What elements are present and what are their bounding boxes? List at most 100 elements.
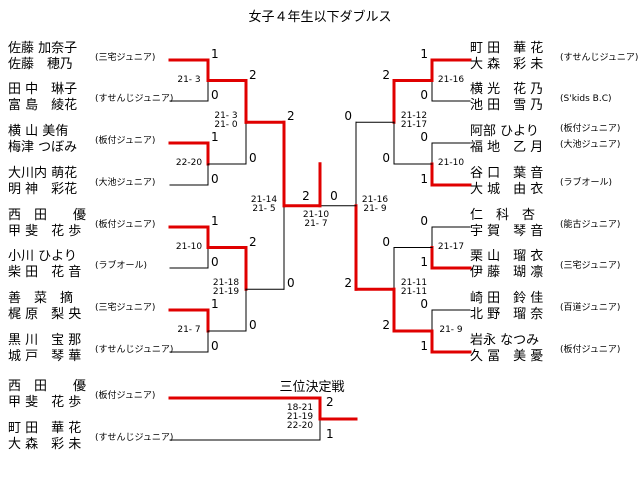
match-result: 1: [420, 339, 428, 353]
player-name: 梅津 つぼみ: [8, 140, 78, 155]
player-name: 佐藤 加奈子: [8, 41, 78, 56]
player-name: 谷 口 葉 音: [470, 166, 544, 181]
player-name: 栗 山 瑠 衣: [470, 249, 544, 264]
match-result: 0: [211, 172, 219, 186]
player-name: 甲 斐 花 歩: [8, 395, 82, 410]
score-line: 21-19: [212, 287, 240, 298]
match-result: 0: [249, 151, 257, 165]
score-line: 21-19: [286, 412, 314, 422]
team-name: (大池ジュニア): [560, 140, 621, 150]
team-name: (三宅ジュニア): [95, 303, 156, 313]
score-line: 21- 7: [177, 325, 201, 335]
player-name: 大 城 由 衣: [470, 182, 544, 197]
match-result: 0: [420, 88, 428, 102]
player-name: 佐藤 穂乃: [8, 57, 74, 72]
team-name: (板付ジュニア): [560, 124, 621, 134]
team-name: (S'kids B.C): [560, 94, 612, 104]
team-name: (板付ジュニア): [95, 220, 156, 230]
player-name: 横 光 花 乃: [470, 82, 544, 97]
player-name: 明 神 彩花: [8, 182, 78, 197]
match-result: 0: [382, 151, 390, 165]
score-line: 21-16: [437, 74, 465, 85]
player-name: 町 田 華 花: [8, 421, 82, 436]
player-name: 梶 原 梨 央: [8, 307, 82, 322]
match-score: 21-10: [176, 242, 202, 252]
player-name: 岩永 なつみ: [470, 333, 540, 348]
player-name: 田 中 琳子: [8, 82, 78, 97]
score-line: 21-18: [212, 278, 240, 289]
match-result: 2: [382, 67, 390, 82]
match-score: 21- 7: [177, 326, 200, 335]
match-result: 1: [211, 47, 219, 61]
score-line: 21-11: [400, 287, 428, 298]
match-score: 21- 9: [439, 326, 462, 335]
team-name: (すせんじジュニア): [95, 94, 174, 104]
match-result: 2: [302, 188, 310, 203]
third-place-title: 三位決定戦: [279, 380, 345, 395]
team-name: (三宅ジュニア): [560, 261, 621, 271]
match-result: 1: [211, 130, 219, 144]
score-line: 21-11: [400, 278, 428, 289]
match-result: 0: [420, 214, 428, 228]
player-name: 富 島 綾花: [8, 98, 78, 113]
score-line: 21-12: [400, 111, 428, 122]
team-name: (すせんじジュニア): [560, 53, 639, 63]
score-line: 21-14: [250, 194, 278, 205]
team-name: (大池ジュニア): [95, 178, 156, 188]
score-line: 21- 5: [252, 203, 276, 214]
match-score: 21- 3: [177, 75, 200, 85]
score-line: 21- 7: [304, 218, 328, 229]
player-name: 大川内 萌花: [8, 166, 78, 181]
match-result: 2: [344, 276, 352, 291]
score-line: 22-20: [175, 158, 203, 168]
match-result: 0: [211, 255, 219, 269]
match-score: 22-20: [176, 159, 202, 168]
match-score: 21-10: [438, 159, 464, 168]
player-name: 甲 斐 花 歩: [8, 224, 82, 239]
player-name: 北 野 瑠 奈: [470, 307, 544, 322]
player-name: 小川 ひより: [8, 249, 77, 264]
team-name: (三宅ジュニア): [95, 53, 156, 63]
match-result: 0: [382, 234, 390, 249]
player-name: 宇 賀 琴 音: [470, 224, 544, 239]
player-name: 黒 川 宝 那: [8, 333, 82, 348]
player-name: 池 田 雪 乃: [470, 98, 544, 113]
player-name: 阿部 ひより: [470, 124, 539, 139]
player-name: 西 田 優: [8, 379, 87, 394]
score-line: 21- 0: [214, 120, 238, 131]
player-name: 大 森 彩 未: [8, 437, 82, 452]
player-name: 城 戸 琴 華: [8, 349, 82, 364]
player-name: 横 山 美侑: [8, 124, 69, 139]
player-name: 大 森 彩 未: [470, 57, 544, 72]
team-name: (板付ジュニア): [560, 345, 621, 355]
match-result: 0: [287, 276, 295, 291]
match-result: 0: [420, 130, 428, 144]
score-line: 21- 9: [363, 203, 387, 214]
player-name: 崎 田 鈴 佳: [470, 291, 544, 306]
player-name: 仁 科 杏: [470, 208, 536, 223]
page-title: 女子４年生以下ダブルス: [248, 10, 392, 25]
score-line: 21-16: [361, 194, 389, 205]
match-score: 21-17: [437, 241, 465, 252]
match-result: 0: [330, 188, 338, 203]
player-name: 西 田 優: [8, 208, 87, 223]
team-name: (百道ジュニア): [560, 303, 621, 313]
match-result: 2: [249, 234, 257, 249]
score-line: 21-17: [437, 241, 465, 252]
score-line: 22-20: [286, 421, 314, 431]
player-name: 町 田 華 花: [470, 41, 544, 56]
match-result: 2: [249, 67, 257, 82]
player-name: 福 地 乙 月: [470, 140, 544, 155]
match-result: 0: [344, 109, 352, 124]
match-result: 1: [211, 214, 219, 228]
match-result: 0: [249, 318, 257, 332]
score-line: 21-10: [302, 209, 330, 220]
match-result: 0: [211, 88, 219, 102]
